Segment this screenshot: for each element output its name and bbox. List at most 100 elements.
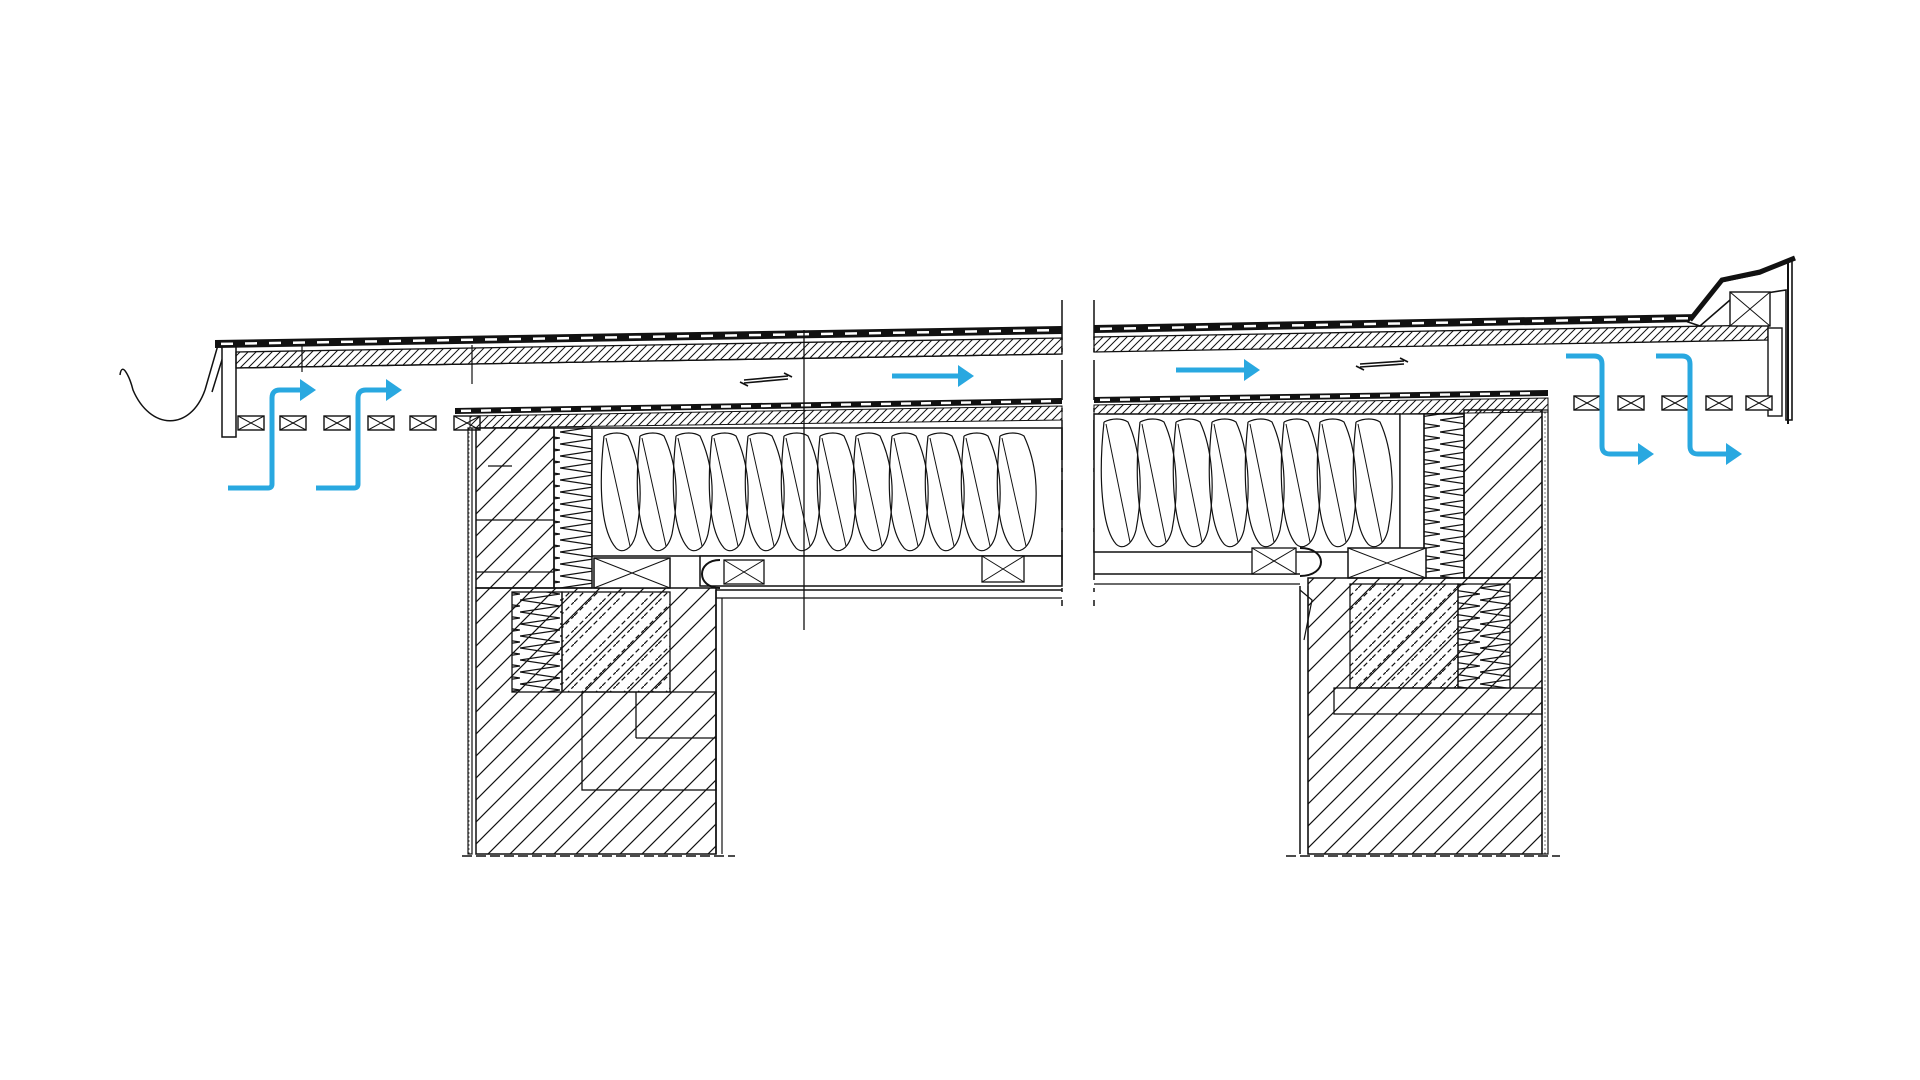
arrow-right-icon: [1656, 353, 1728, 457]
ceiling-rounded-end-left: [701, 559, 721, 589]
jamb-tick-right: [1299, 589, 1313, 641]
insulation-strip-left: [553, 427, 593, 589]
insulation-diagonal: [641, 437, 667, 547]
parapet-post: [1767, 327, 1783, 417]
insulation-loop: [600, 432, 641, 552]
wall-left-outer: [467, 427, 473, 855]
fascia-board: [221, 344, 237, 438]
insulation-loop: [780, 432, 821, 552]
parapet-membrane: [1688, 255, 1796, 322]
ceiling-batten-cross-right: [1251, 547, 1297, 575]
insulation-strip-right-thin: [1399, 413, 1425, 553]
insulation-loop: [636, 432, 677, 552]
arrow-right-icon: [1566, 353, 1640, 457]
insulation-loop: [1208, 418, 1249, 548]
insulation-diagonal: [821, 437, 847, 547]
double-arrow-icon: [739, 372, 793, 387]
insulation-loop: [708, 432, 749, 552]
right-roof-section: [1093, 255, 1796, 857]
insulation-diagonal: [677, 437, 703, 547]
arrow-right-icon: [1726, 443, 1742, 465]
airflow-arrows: [228, 353, 1728, 491]
insulation-loop: [1100, 418, 1141, 548]
batten-cross: [1617, 395, 1645, 411]
insulation-strip-right: [1423, 413, 1465, 579]
insulation-diagonal: [605, 437, 631, 547]
ceiling-batten-cross-left: [593, 557, 671, 589]
insulation-diagonal: [965, 437, 991, 547]
insulation-loop: [1136, 418, 1177, 548]
airflow-arrowheads: [300, 359, 1742, 465]
batten-cross: [1573, 395, 1601, 411]
roof-deck-underside-left: [235, 353, 1063, 369]
batten-cross: [1661, 395, 1689, 411]
batten-cross: [1705, 395, 1733, 411]
gutter-icon: [119, 368, 206, 422]
insulation-diagonal: [1001, 437, 1027, 547]
insulation-diagonal: [749, 437, 775, 547]
membrane-dashes-right: [1099, 316, 1689, 331]
insulation-loop: [996, 432, 1037, 552]
insulation-membrane-left: [455, 398, 1062, 414]
arrow-right-icon: [316, 387, 388, 491]
ceiling-rounded-end-right: [1299, 547, 1322, 577]
ceiling-batten-cross-mid-2: [981, 555, 1025, 583]
insulation-loop: [924, 432, 965, 552]
parapet-block-cross: [1729, 291, 1771, 327]
insulation-loop: [672, 432, 713, 552]
insulation-loop: [744, 432, 785, 552]
insulation-diagonal: [1285, 423, 1311, 543]
lower-membrane-dashes-left: [460, 399, 1052, 413]
insulation-diagonal: [1357, 423, 1383, 543]
arrow-right-icon: [1244, 359, 1260, 381]
insulation-loop: [1280, 418, 1321, 548]
insulation-loop: [1244, 418, 1285, 548]
insulation-loop: [960, 432, 1001, 552]
arrow-right-icon: [386, 379, 402, 401]
insulation-diagonal: [1321, 423, 1347, 543]
lintel-core-right: [1349, 583, 1459, 689]
arrow-right-icon: [300, 379, 316, 401]
lintel-insulation-left: [511, 591, 563, 693]
batten-cross: [323, 415, 351, 431]
insulation-diagonal: [893, 437, 919, 547]
insulation-loop: [1352, 418, 1393, 548]
lintel-insulation-right: [1457, 583, 1511, 689]
insulation-diagonal: [1249, 423, 1275, 543]
insulation-loop: [1172, 418, 1213, 548]
arrow-right-icon: [958, 365, 974, 387]
insulation-loop: [888, 432, 929, 552]
membrane-dashes-left: [220, 328, 1050, 346]
wall-left-top-beam: [475, 427, 555, 589]
insulation-diagonal: [929, 437, 955, 547]
batten-cross: [1745, 395, 1773, 411]
ceiling-batten-cross-right-2: [1347, 547, 1427, 579]
insulation-loops-left: [600, 432, 1037, 552]
insulation-loop: [816, 432, 857, 552]
wall-right-top-beam: [1463, 409, 1543, 579]
insulation-loop: [852, 432, 893, 552]
main-insulation-left: [591, 427, 1063, 557]
batten-cross: [409, 415, 437, 431]
insulation-diagonal: [1213, 423, 1239, 543]
double-arrow-icon: [1355, 357, 1409, 371]
lintel-frame-right: [1333, 687, 1543, 715]
insulation-diagonal: [713, 437, 739, 547]
eaves-battens: [237, 415, 481, 431]
insulation-diagonal: [1177, 423, 1203, 543]
left-roof-section: [119, 326, 1063, 857]
batten-cross: [279, 415, 307, 431]
batten-cross: [237, 415, 265, 431]
insulation-diagonal: [857, 437, 883, 547]
insulation-diagonal: [785, 437, 811, 547]
insulation-loops-right: [1100, 418, 1393, 548]
arrow-right-icon: [1638, 443, 1654, 465]
lintel-core-left: [561, 591, 671, 693]
lower-membrane-dashes-right: [1099, 392, 1531, 402]
batten-cross: [367, 415, 395, 431]
insulation-loop: [1316, 418, 1357, 548]
insulation-diagonal: [1141, 423, 1167, 543]
arrow-right-icon: [228, 387, 302, 491]
